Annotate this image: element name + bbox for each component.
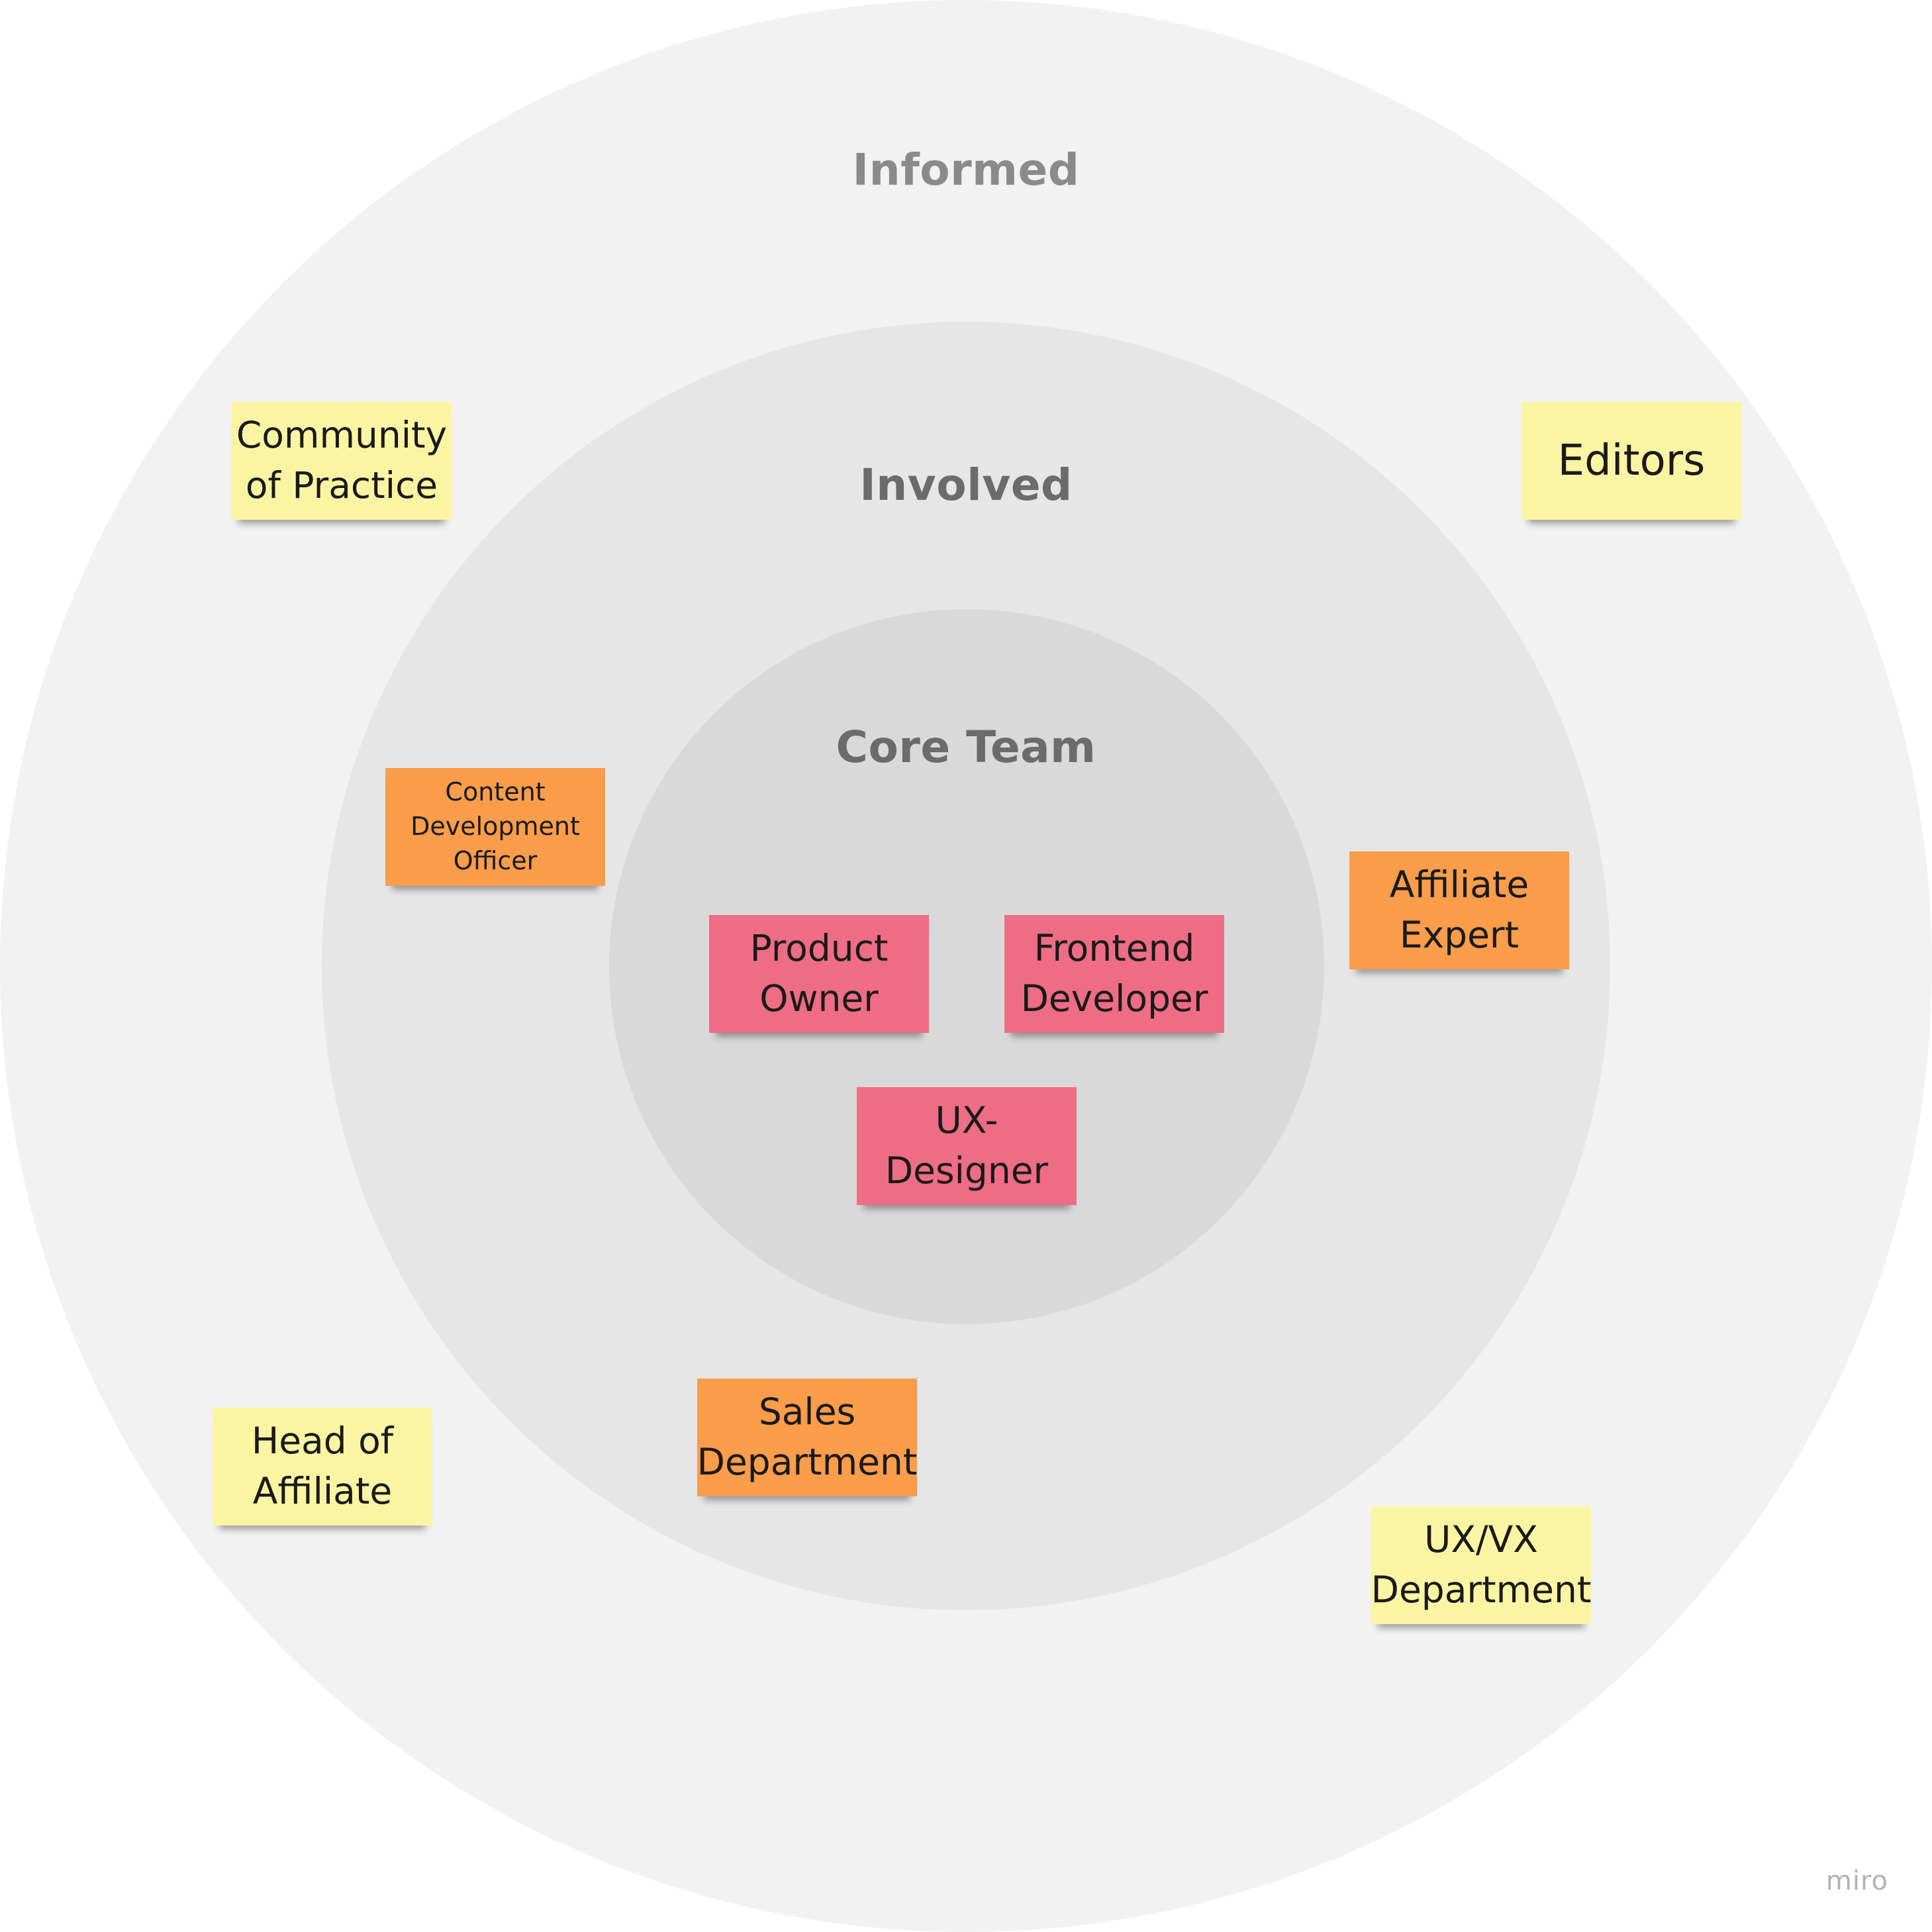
sticky-text: Community of Practice <box>236 414 448 507</box>
sticky-text: Content Development Officer <box>411 777 580 875</box>
miro-watermark: miro <box>1825 1866 1888 1896</box>
sticky-frontend-developer[interactable]: Frontend Developer <box>1004 915 1224 1033</box>
sticky-text: Product Owner <box>749 927 889 1020</box>
sticky-text: UX/VX Department <box>1371 1518 1592 1611</box>
sticky-editors[interactable]: Editors <box>1521 402 1741 520</box>
sticky-text: UX- Designer <box>885 1099 1049 1192</box>
core-team-label: Core Team <box>836 722 1096 773</box>
sticky-text: Editors <box>1557 436 1706 485</box>
sticky-content-development-officer[interactable]: Content Development Officer <box>385 768 605 886</box>
sticky-text: Affiliate Expert <box>1389 863 1529 956</box>
sticky-ux-designer[interactable]: UX- Designer <box>857 1087 1077 1205</box>
sticky-head-of-affiliate[interactable]: Head of Affiliate <box>213 1408 432 1525</box>
sticky-product-owner[interactable]: Product Owner <box>709 915 929 1033</box>
sticky-text: Sales Department <box>697 1390 918 1483</box>
sticky-community-of-practice[interactable]: Community of Practice <box>232 402 452 520</box>
sticky-sales-department[interactable]: Sales Department <box>697 1378 917 1496</box>
involved-label: Involved <box>859 459 1073 510</box>
sticky-affiliate-expert[interactable]: Affiliate Expert <box>1349 851 1569 969</box>
informed-label: Informed <box>852 144 1080 195</box>
sticky-text: Head of Affiliate <box>251 1420 394 1512</box>
sticky-text: Frontend Developer <box>1020 927 1208 1020</box>
sticky-ux-vx-department[interactable]: UX/VX Department <box>1371 1506 1591 1624</box>
